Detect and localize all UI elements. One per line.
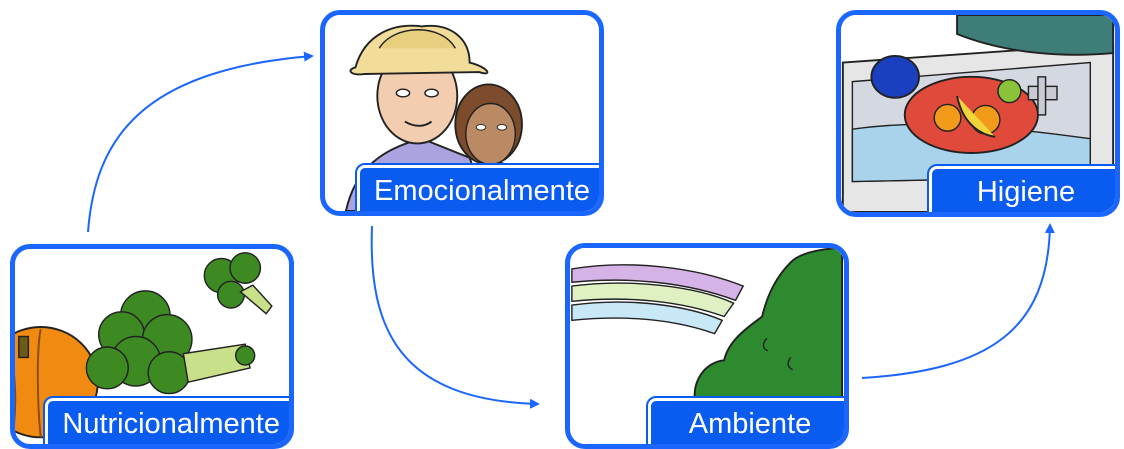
card-emocionalmente: Emocionalmente bbox=[320, 10, 604, 216]
card-higiene: Higiene bbox=[836, 10, 1120, 217]
node-label: Higiene bbox=[927, 164, 1115, 212]
arrow-amb-to-hig bbox=[861, 223, 1055, 379]
node-label: Ambiente bbox=[646, 396, 844, 444]
rainbow-tree-illustration bbox=[571, 248, 844, 444]
arrow-nutri-to-emo bbox=[87, 51, 314, 233]
arrow-emo-to-amb bbox=[370, 225, 540, 409]
card-ambiente: Ambiente bbox=[565, 243, 849, 449]
node-label: Emocionalmente bbox=[355, 163, 599, 211]
card-nutricionalmente: Nutricionalmente bbox=[10, 244, 294, 449]
node-label: Nutricionalmente bbox=[43, 396, 289, 444]
